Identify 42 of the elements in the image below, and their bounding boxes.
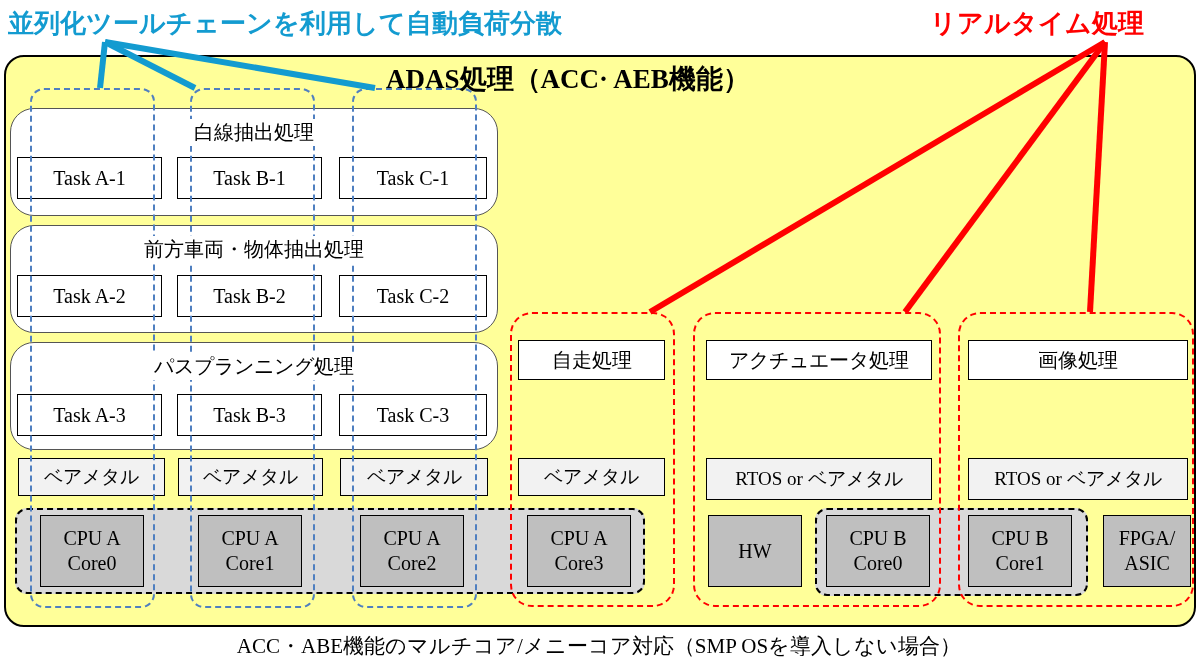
process-group-box xyxy=(10,342,498,450)
connector-line xyxy=(1087,41,1108,313)
processor-box: CPU B Core0 xyxy=(826,515,930,587)
task-box: Task C-2 xyxy=(339,275,487,317)
dashed-region-outline xyxy=(693,312,941,607)
processor-box: FPGA/ ASIC xyxy=(1103,515,1191,587)
os-box: ベアメタル xyxy=(340,458,488,496)
dashed-region-outline xyxy=(510,312,675,607)
connector-line xyxy=(97,41,108,89)
process-box: 自走処理 xyxy=(518,340,665,380)
process-group-box xyxy=(10,108,498,216)
os-box: ベアメタル xyxy=(518,458,665,496)
group-heading: 白線抽出処理 xyxy=(190,119,318,146)
panel-heading: ADAS処理（ACC· AEB機能） xyxy=(386,63,750,96)
task-box: Task A-3 xyxy=(17,394,162,436)
annotation-text: リアルタイム処理 xyxy=(930,4,1196,42)
processor-box: CPU B Core1 xyxy=(968,515,1072,587)
process-box: 画像処理 xyxy=(968,340,1188,380)
processor-box: CPU A Core1 xyxy=(198,515,302,587)
os-box: RTOS or ベアメタル xyxy=(706,458,932,500)
system-panel xyxy=(4,55,1196,627)
task-box: Task A-1 xyxy=(17,157,162,199)
process-group-box xyxy=(10,225,498,333)
processor-box: CPU A Core0 xyxy=(40,515,144,587)
connector-line xyxy=(648,39,1107,315)
processor-box: HW xyxy=(708,515,802,587)
task-box: Task A-2 xyxy=(17,275,162,317)
task-box: Task B-2 xyxy=(177,275,322,317)
connector-line xyxy=(104,39,376,91)
task-box: Task C-3 xyxy=(339,394,487,436)
task-box: Task C-1 xyxy=(339,157,487,199)
annotation-text: 並列化ツールチェーンを利用して自動負荷分散 xyxy=(8,4,708,42)
task-box: Task B-1 xyxy=(177,157,322,199)
task-box: Task B-3 xyxy=(177,394,322,436)
caption: ACC・ABE機能のマルチコア/メニーコア対応（SMP OSを導入しない場合） xyxy=(235,633,963,660)
os-box: ベアメタル xyxy=(18,458,165,496)
os-box: ベアメタル xyxy=(178,458,323,496)
process-box: アクチュエータ処理 xyxy=(706,340,932,380)
dashed-region-outline xyxy=(958,312,1194,607)
processor-box: CPU A Core2 xyxy=(360,515,464,587)
processor-box: CPU A Core3 xyxy=(527,515,631,587)
os-box: RTOS or ベアメタル xyxy=(968,458,1188,500)
